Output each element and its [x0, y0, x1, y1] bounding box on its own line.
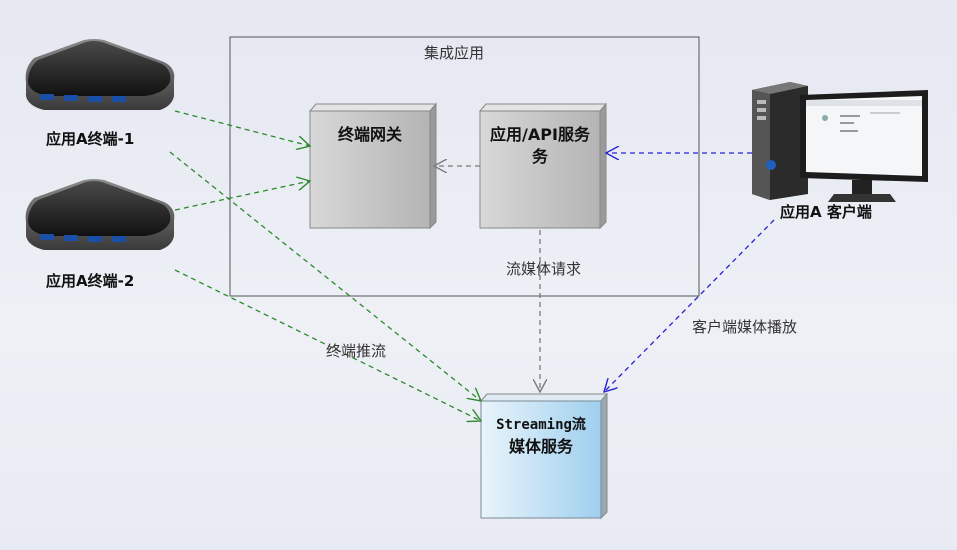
- device1-to-gateway-arrow: [174, 110, 310, 146]
- container-title: 集成应用: [424, 44, 485, 62]
- streaming-node: [479, 392, 609, 520]
- desktop-computer-icon: [752, 82, 928, 202]
- gateway-label: 终端网关: [337, 125, 402, 144]
- api-service-node: [478, 102, 608, 230]
- client-to-streaming-arrow: [604, 219, 775, 392]
- device-hub-icon: [25, 39, 175, 110]
- api-service-label-line1: 应用/API服务: [490, 125, 590, 144]
- device2-label: 应用A终端-2: [46, 272, 135, 290]
- streaming-label: Streaming流 媒体服务: [481, 414, 601, 458]
- api-service-label: 应用/API服务 务: [474, 124, 606, 168]
- device2-to-streaming-arrow: [174, 269, 481, 421]
- streaming-label-line1: Streaming流: [496, 417, 586, 433]
- api-service-label-line2: 务: [531, 147, 548, 166]
- gateway-node: [308, 102, 438, 230]
- client-label: 应用A 客户端: [780, 203, 872, 221]
- stream-request-label: 流媒体请求: [506, 260, 582, 278]
- streaming-label-line2: 媒体服务: [508, 437, 573, 456]
- client-play-label: 客户端媒体播放: [692, 318, 798, 336]
- device1-to-streaming-arrow: [169, 151, 481, 401]
- device2-to-gateway-arrow: [174, 181, 310, 211]
- device-push-label: 终端推流: [326, 342, 387, 360]
- container-boundary: [229, 36, 700, 297]
- device1-label: 应用A终端-1: [46, 130, 135, 148]
- device-hub-icon: [25, 179, 175, 250]
